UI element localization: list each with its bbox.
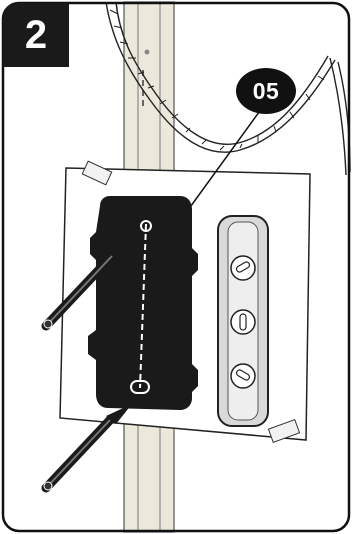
step-number-badge: 2	[3, 3, 69, 67]
mounting-plate-icon	[88, 196, 198, 410]
part-number-callout: 05	[236, 68, 296, 114]
spirit-level-icon	[218, 216, 268, 426]
